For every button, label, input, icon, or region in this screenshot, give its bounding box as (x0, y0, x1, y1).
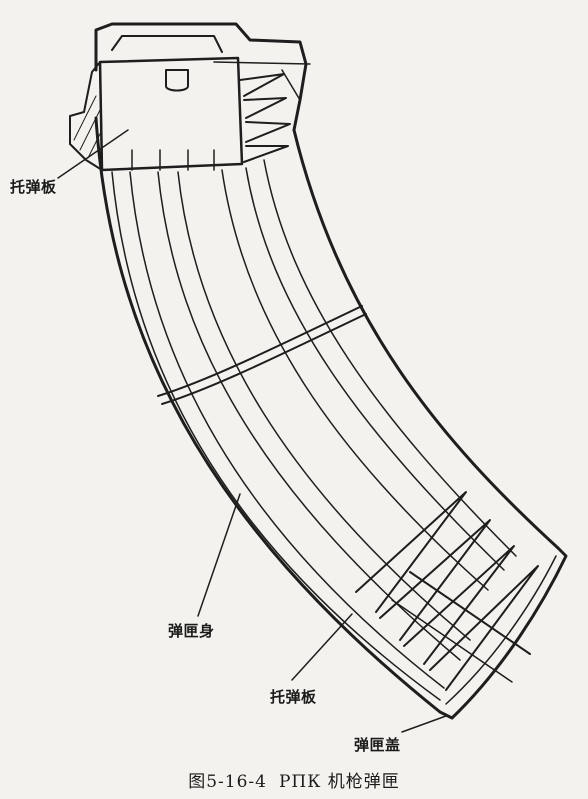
label-floor-plate: 弹匣盖 (354, 736, 401, 754)
lower-spring-cross-bar (391, 599, 513, 683)
magazine-outer-back-wall (94, 116, 442, 714)
lower-spring-coil (355, 491, 467, 613)
leader-line-follower-top (57, 129, 129, 179)
magazine-top-housing (94, 22, 308, 132)
figure-title: PПК 机枪弹匣 (278, 772, 400, 792)
magazine-rib (177, 171, 471, 641)
follower-hatch-area (69, 61, 103, 171)
figure-caption: 图5-16-4 PПК 机枪弹匣 (0, 767, 588, 792)
lower-spring-cross-bar (409, 571, 531, 655)
label-follower-bottom: 托弹板 (270, 688, 317, 706)
upper-spring-coil (245, 121, 291, 143)
upper-spring-coil (239, 73, 285, 97)
upper-spring-coil (243, 145, 289, 163)
magazine-rib (221, 169, 489, 591)
magazine-rib (245, 167, 505, 571)
leader-line-follower-bottom (291, 613, 353, 681)
label-magazine-body: 弹匣身 (168, 622, 215, 640)
magazine-break-line (157, 305, 363, 397)
magazine-break-line (161, 313, 367, 405)
magazine-outer-front-wall (292, 128, 560, 550)
magazine-rib (129, 171, 445, 689)
leader-line-floor-plate (401, 715, 447, 733)
magazine-rib (157, 171, 461, 661)
lower-spring-coil (379, 519, 491, 641)
top-cartridge-block (98, 56, 244, 172)
upper-spring-coil (243, 97, 287, 119)
magazine-rib (111, 171, 441, 701)
floor-plate-inner (445, 555, 557, 705)
lower-spring-coil (403, 545, 515, 665)
follower-notch (165, 69, 189, 92)
leader-line-body (197, 493, 241, 617)
magazine-top-line (213, 61, 311, 65)
floor-plate (438, 546, 568, 720)
figure-number: 图5-16-4 (188, 772, 267, 792)
magazine-feed-lip (111, 35, 223, 53)
lower-spring-coil (429, 565, 539, 691)
upper-spring-side (281, 69, 301, 131)
follower-hatching (73, 95, 103, 159)
top-rib-ticks (131, 149, 215, 171)
magazine-rib (263, 159, 517, 557)
label-follower-top: 托弹板 (10, 178, 57, 196)
